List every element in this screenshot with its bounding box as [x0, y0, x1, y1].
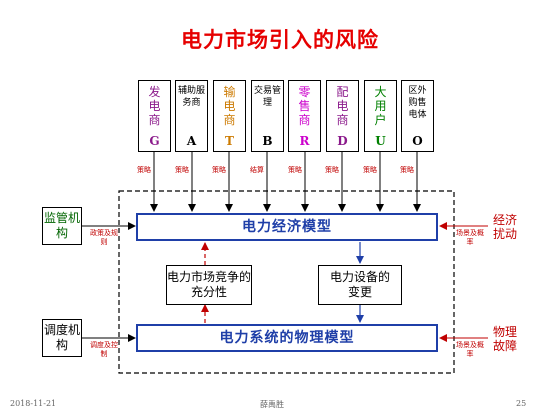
participant-code: A: [186, 134, 197, 148]
market-competition-box: 电力市场竞争的充分性: [166, 265, 252, 305]
dispatch-box: 调度机构: [42, 319, 82, 357]
economic-model-box: 电力经济模型: [136, 213, 438, 241]
participant-trade-management: 交易管理 B: [251, 80, 284, 152]
participant-name: 零售商: [298, 85, 311, 127]
participant-name: 大用户: [374, 85, 387, 127]
participant-code: O: [412, 134, 423, 148]
footer-page-number: 25: [516, 399, 527, 408]
participant-code: T: [225, 134, 234, 148]
participant-code: R: [299, 134, 310, 148]
participant-name: 发电商: [148, 85, 161, 127]
economic-disturbance-label: 经济扰动: [492, 213, 517, 241]
participant-generator: 发电商 G: [138, 80, 171, 152]
participant-retailer: 零售商 R: [288, 80, 321, 152]
regulator-box: 监管机构: [42, 207, 82, 245]
regulator-arrow-label: 政策及规则: [90, 229, 118, 246]
participant-external: 区外购售电体 O: [401, 80, 434, 152]
physical-scenario-label: 场景及概率: [456, 341, 484, 358]
participant-distribution: 配电商 D: [326, 80, 359, 152]
participant-ancillary-service: 辅助服务商 A: [175, 80, 208, 152]
economic-scenario-label: 场景及概率: [456, 229, 484, 246]
participant-name: 区外购售电体: [408, 86, 427, 120]
arrow-label-strategy: 策略: [137, 166, 151, 174]
participant-name: 交易管理: [253, 86, 281, 108]
participant-code: B: [262, 134, 273, 148]
arrow-label-strategy: 策略: [400, 166, 414, 174]
participant-name: 配电商: [336, 85, 349, 127]
participant-name: 输电商: [223, 85, 236, 127]
physical-fault-label: 物理故障: [492, 325, 517, 353]
physical-model-box: 电力系统的物理模型: [136, 324, 438, 352]
participant-code: G: [149, 134, 160, 148]
arrow-label-strategy: 策略: [212, 166, 226, 174]
participant-large-user: 大用户 U: [364, 80, 397, 152]
arrow-label-strategy: 策略: [325, 166, 339, 174]
arrow-label-strategy: 策略: [363, 166, 377, 174]
participant-code: D: [337, 134, 348, 148]
participant-code: U: [375, 134, 386, 148]
system-boundary: [118, 190, 455, 374]
dispatch-arrow-label: 调度及控制: [90, 341, 118, 358]
arrow-label-strategy: 策略: [288, 166, 302, 174]
participant-name: 辅助服务商: [177, 86, 205, 108]
arrow-label-strategy: 策略: [175, 166, 189, 174]
diagram-title: 电力市场引入的风险: [181, 27, 379, 52]
footer-date: 2018-11-21: [10, 399, 57, 408]
footer-author: 薛禹胜: [260, 400, 284, 409]
equipment-change-box: 电力设备的变更: [318, 265, 402, 305]
participant-transmission: 输电商 T: [213, 80, 246, 152]
arrow-label-settlement: 结算: [250, 166, 264, 174]
